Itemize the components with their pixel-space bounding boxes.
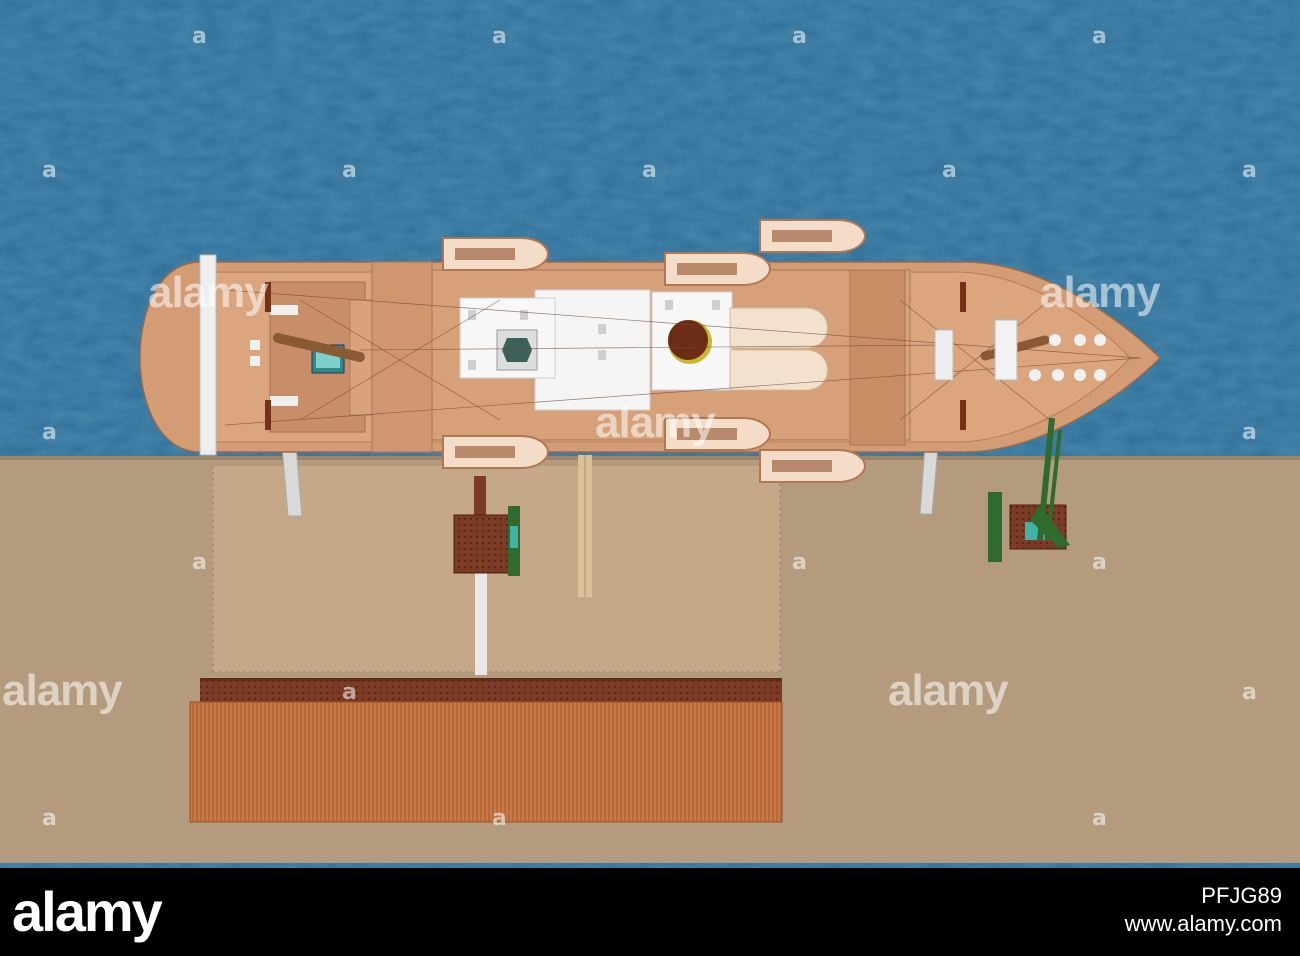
watermark-mark: a [342, 158, 357, 183]
watermark: alamy [148, 268, 269, 317]
watermark-mark: a [342, 680, 357, 705]
watermark-mark: a [42, 158, 57, 183]
watermark-mark: a [492, 24, 507, 49]
watermark: alamy [595, 398, 716, 447]
watermark: alamy [2, 666, 123, 715]
watermark-mark: a [192, 24, 207, 49]
watermark: alamy [1040, 268, 1161, 317]
watermark-mark: a [792, 550, 807, 575]
footer-logo: alamy [12, 880, 163, 943]
watermark-mark: a [1242, 158, 1257, 183]
harbour-illustration [0, 0, 1300, 868]
watermark-mark: a [42, 806, 57, 831]
watermark-mark: a [42, 420, 57, 445]
watermark-mark: a [492, 806, 507, 831]
ship [139, 254, 1162, 456]
dockside-crane-left [453, 476, 520, 576]
watermark-mark: a [1092, 24, 1107, 49]
watermark: alamy [888, 666, 1009, 715]
watermark-mark: a [1092, 806, 1107, 831]
watermark-mark: a [1092, 550, 1107, 575]
watermark-mark: a [192, 550, 207, 575]
image-id: PFJG89 [1201, 883, 1282, 908]
watermark-mark: a [792, 24, 807, 49]
dockside-crane-right [988, 417, 1070, 562]
watermark-mark: a [1242, 680, 1257, 705]
footer-info: PFJG89 www.alamy.com [1125, 882, 1282, 938]
watermark-mark: a [642, 158, 657, 183]
watermark-mark: a [942, 158, 957, 183]
stock-footer: alamy PFJG89 www.alamy.com [0, 868, 1300, 956]
warehouse-shed [189, 678, 783, 823]
harbour-scene [0, 0, 1300, 868]
watermark-mark: a [1242, 420, 1257, 445]
site-url: www.alamy.com [1124, 911, 1282, 936]
